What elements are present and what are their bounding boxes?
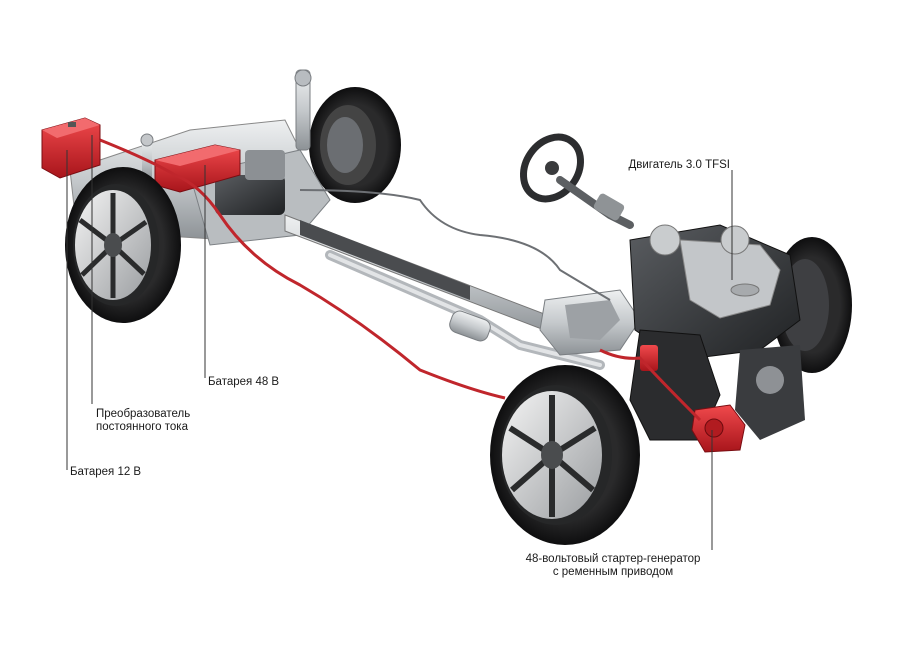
label-battery-48v: Батарея 48 В <box>208 376 280 388</box>
steering-wheel <box>520 133 634 229</box>
front-left-wheel <box>490 365 640 545</box>
label-dc-converter: Преобразователь постоянного тока <box>96 408 191 433</box>
label-battery-12v: Батарея 12 В <box>70 466 142 478</box>
starter-generator <box>640 345 746 453</box>
transmission <box>539 289 641 356</box>
hv-cable-front <box>599 348 702 422</box>
rear-left-wheel <box>65 167 181 323</box>
hv-cable <box>99 138 506 400</box>
battery-12v <box>41 117 101 179</box>
label-starter-generator: 48-вольтовый стартер-генератор с ременны… <box>525 553 701 578</box>
fuel-line <box>299 189 611 301</box>
leader-lines <box>66 135 733 550</box>
rear-right-wheel <box>309 87 401 203</box>
label-engine: Двигатель 3.0 TFSI <box>628 159 730 171</box>
